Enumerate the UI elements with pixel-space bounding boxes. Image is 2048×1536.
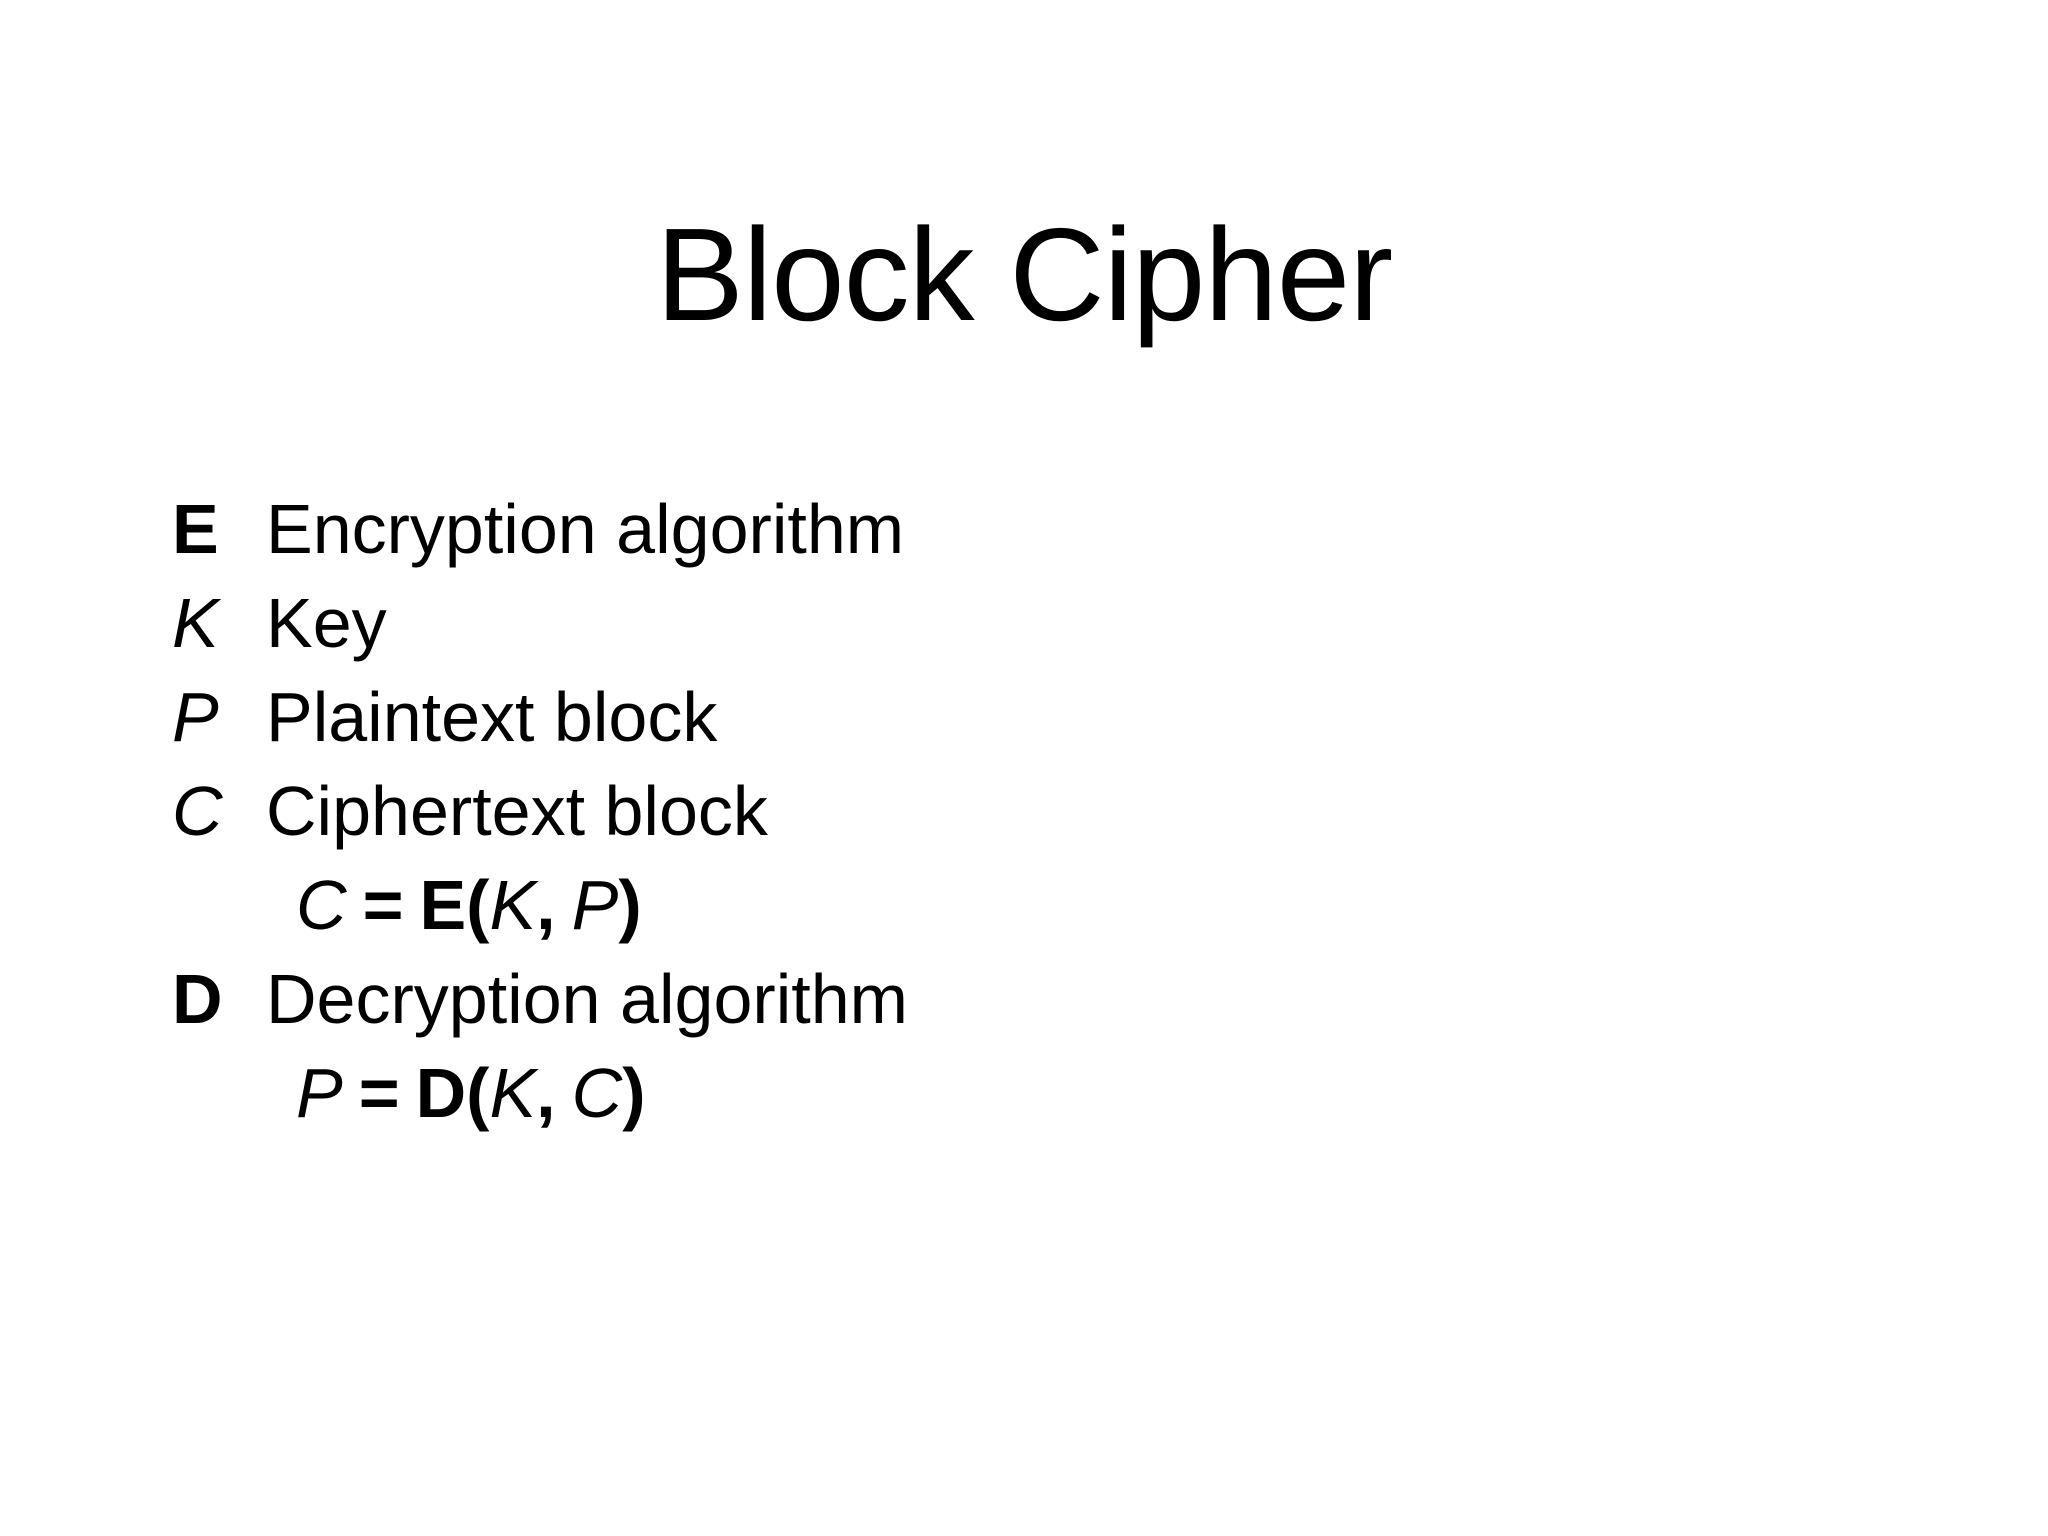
list-item: D Decryption algorithm — [0, 952, 2048, 1046]
symbol-c: C — [172, 772, 223, 850]
symbol-e: E — [172, 490, 219, 568]
description-encryption-algorithm: Encryption algorithm — [266, 490, 905, 568]
list-item: K Key — [0, 576, 2048, 670]
symbol-k: K — [172, 584, 219, 662]
description-key: Key — [266, 584, 387, 662]
formula-decryption: P=D(K,C) — [0, 1046, 2048, 1140]
list-item: E Encryption algorithm — [0, 482, 2048, 576]
list-item: P Plaintext block — [0, 670, 2048, 764]
formula-lhs: C — [296, 866, 347, 944]
formula-arg1: K — [489, 866, 537, 944]
definition-list: E Encryption algorithm K Key P Plaintext… — [0, 482, 2048, 1140]
formula-comma: , — [536, 1054, 556, 1132]
formula-arg1: K — [489, 1054, 537, 1132]
description-ciphertext-block: Ciphertext block — [266, 772, 768, 850]
formula-arg2: P — [571, 866, 619, 944]
description-plaintext-block: Plaintext block — [266, 678, 718, 756]
formula-close-paren: ) — [622, 1054, 646, 1132]
description-decryption-algorithm: Decryption algorithm — [266, 960, 908, 1038]
formula-equals: = — [362, 866, 404, 944]
formula-equals: = — [358, 1054, 400, 1132]
page-title: Block Cipher — [655, 201, 1393, 349]
formula-lhs: P — [296, 1054, 343, 1132]
formula-function: D( — [415, 1054, 490, 1132]
formula-comma: , — [536, 866, 556, 944]
formula-arg2: C — [571, 1054, 623, 1132]
list-item: C Ciphertext block — [0, 764, 2048, 858]
symbol-p: P — [172, 678, 219, 756]
formula-close-paren: ) — [618, 866, 642, 944]
formula-function: E( — [419, 866, 490, 944]
formula-encryption: C=E(K,P) — [0, 858, 2048, 952]
symbol-d: D — [172, 960, 223, 1038]
